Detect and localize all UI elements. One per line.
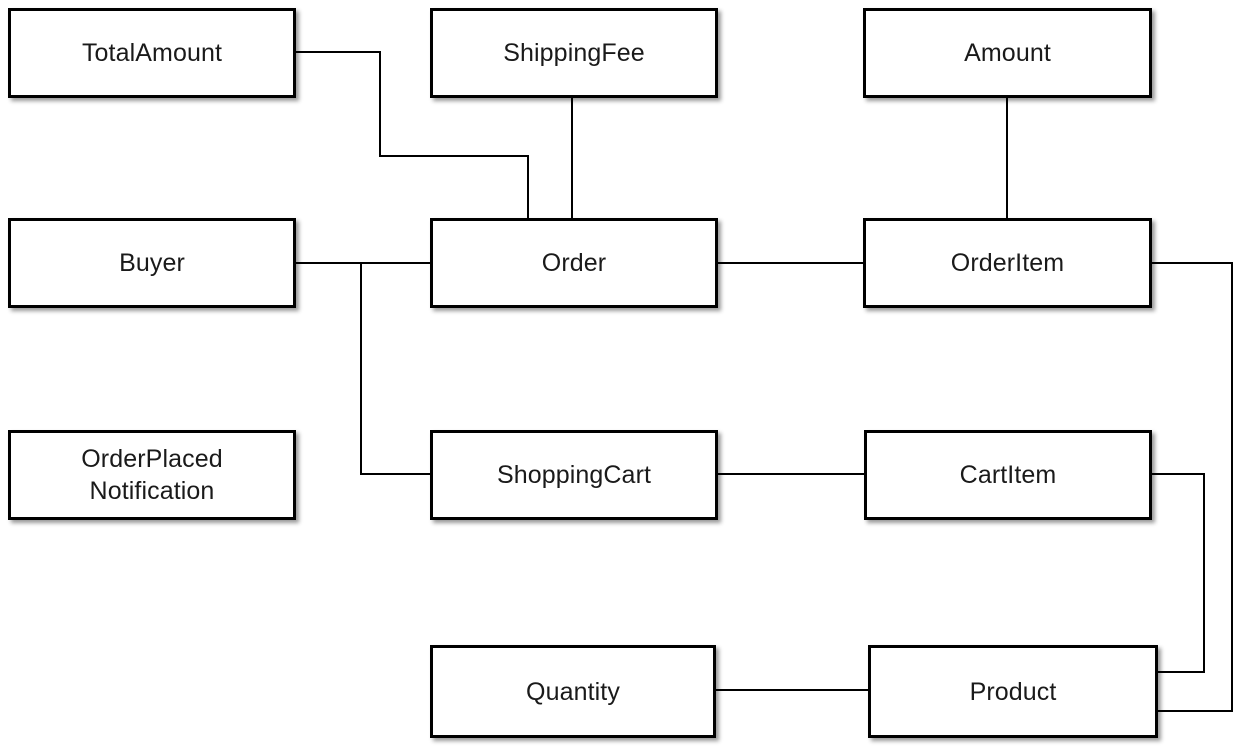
- entity-label-order: Order: [541, 249, 607, 277]
- entity-node-shopping-cart[interactable]: ShoppingCart: [430, 430, 718, 520]
- entity-label-shopping-cart: ShoppingCart: [496, 461, 652, 489]
- entity-label-quantity: Quantity: [526, 677, 620, 706]
- entity-label-product: Product: [969, 677, 1057, 706]
- entity-node-order-placed-notification[interactable]: OrderPlaced Notification: [8, 430, 296, 520]
- connector-cart-item-to-product: [1152, 473, 1205, 673]
- entity-node-cart-item[interactable]: CartItem: [864, 430, 1152, 520]
- connector-buyer-to-shopping-cart: [360, 263, 430, 475]
- entity-label-shipping-fee: ShippingFee: [503, 39, 645, 67]
- entity-label-cart-item: CartItem: [959, 461, 1057, 489]
- entity-label-buyer: Buyer: [119, 249, 185, 277]
- connector-order-item-to-product: [1152, 262, 1233, 712]
- entity-node-order-item[interactable]: OrderItem: [863, 218, 1152, 308]
- entity-label-order-item: OrderItem: [950, 249, 1065, 277]
- entity-node-amount[interactable]: Amount: [863, 8, 1152, 98]
- entity-node-quantity[interactable]: Quantity: [430, 645, 716, 738]
- entity-label-total-amount: TotalAmount: [81, 39, 223, 67]
- entity-node-product[interactable]: Product: [868, 645, 1158, 738]
- entity-label-order-placed-notification: OrderPlaced Notification: [81, 445, 223, 505]
- entity-node-total-amount[interactable]: TotalAmount: [8, 8, 296, 98]
- entity-node-buyer[interactable]: Buyer: [8, 218, 296, 308]
- entity-label-amount: Amount: [964, 39, 1051, 67]
- connector-total-amount-to-order: [296, 51, 529, 218]
- entity-node-shipping-fee[interactable]: ShippingFee: [430, 8, 718, 98]
- entity-node-order[interactable]: Order: [430, 218, 718, 308]
